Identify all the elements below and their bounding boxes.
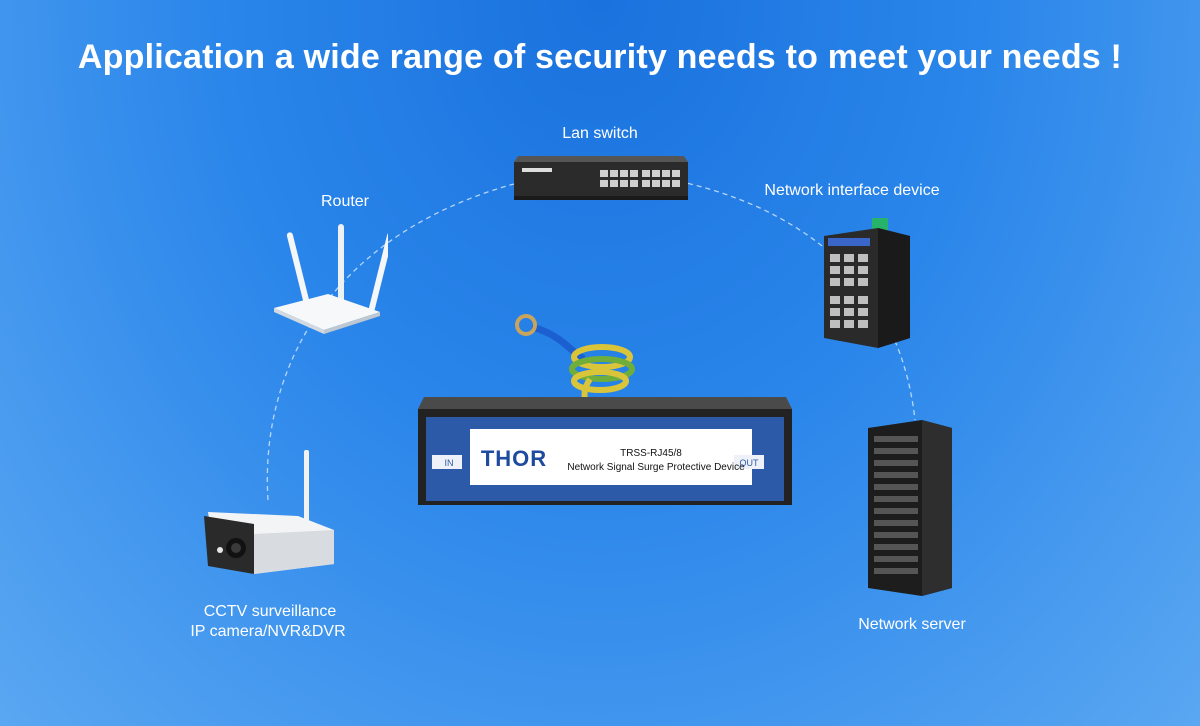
port-in-label: IN (444, 458, 454, 468)
lan-switch-icon (514, 156, 688, 200)
network-interface-label: Network interface device (764, 182, 940, 199)
router-icon (274, 224, 388, 334)
router-label: Router (320, 193, 370, 210)
cctv-camera-icon (204, 450, 334, 574)
lan-switch-label: Lan switch (562, 125, 638, 142)
port-out-label: OUT (739, 458, 759, 468)
product-description: Network Signal Surge Protective Device (567, 462, 745, 473)
product-model: TRSS-RJ45/8 (620, 448, 682, 459)
cctv-label-line2: IP camera/NVR&DVR (190, 623, 346, 640)
network-server-label: Network server (858, 616, 966, 633)
cctv-label-line1: CCTV surveillance (203, 603, 337, 620)
network-interface-icon (824, 218, 910, 348)
surge-protector-product (418, 314, 792, 505)
headline: Application a wide range of security nee… (77, 38, 1123, 76)
product-brand: THOR (480, 446, 548, 471)
network-server-icon (868, 420, 952, 596)
